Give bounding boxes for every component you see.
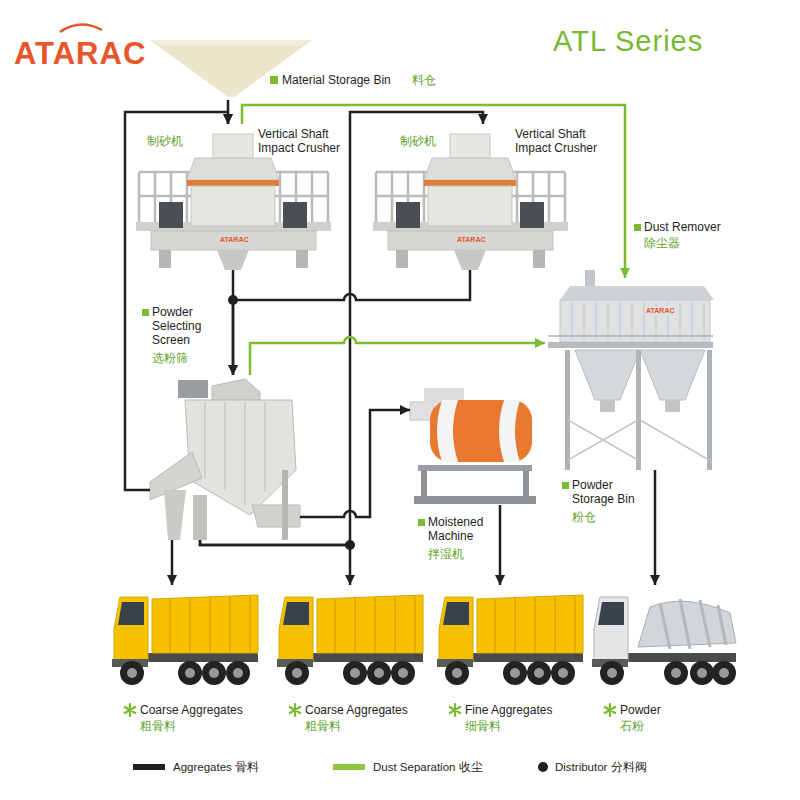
node-label: 拌湿机: [428, 547, 488, 561]
aggregate-line: [300, 410, 410, 517]
crusher-unit: 制砂机Vertical Shaft Impact Crusher: [368, 124, 573, 270]
legend-label: Distributor 分料阀: [555, 760, 647, 774]
node-label: Fine Aggregates: [465, 703, 583, 717]
dust-line: [250, 337, 545, 375]
node-label: Moistened Machine: [428, 515, 498, 543]
node-label: Powder Selecting Screen: [152, 305, 224, 347]
dust-line: [242, 105, 625, 278]
aggregate-line: [171, 540, 174, 585]
mixer-truck: Powder 石粉: [590, 585, 740, 735]
aggregate-line: [499, 505, 502, 585]
legend-swatch: [133, 764, 165, 770]
moistening-machine: Moistened Machine拌湿机: [410, 385, 540, 505]
dump-truck: Coarse Aggregates 粗骨料: [275, 585, 425, 735]
aggregate-line: [200, 112, 483, 545]
node-label: 除尘器: [644, 236, 704, 250]
node-label: Coarse Aggregates: [140, 703, 258, 717]
node-label: Coarse Aggregates: [305, 703, 423, 717]
legend-label: Dust Separation 收尘: [373, 760, 483, 774]
powder-bin: Powder Storage Bin粉仓: [560, 350, 715, 470]
distributor-symbol: [345, 540, 355, 550]
node-label: Vertical Shaft Impact Crusher: [515, 127, 610, 155]
legend-label: Aggregates 骨料: [173, 760, 259, 774]
aggregate-line: [200, 540, 350, 585]
aggregate-line: [125, 112, 228, 490]
node-label: 选粉筛: [152, 351, 212, 365]
legend-swatch: [333, 764, 365, 770]
distributor-symbol: [228, 295, 238, 305]
title: ATL Series: [553, 24, 703, 58]
dump-truck: Coarse Aggregates 粗骨料: [110, 585, 260, 735]
aggregate-line: [654, 470, 657, 585]
node-label: 细骨料: [465, 719, 545, 733]
crusher-unit: 制砂机Vertical Shaft Impact Crusher: [131, 124, 336, 270]
node-label: 粗骨料: [140, 719, 220, 733]
node-label: 制砂机: [147, 134, 207, 148]
machine-logo: ATARAC: [456, 235, 487, 244]
selecting-screen: Powder Selecting Screen选粉筛: [150, 375, 300, 540]
dump-truck: Fine Aggregates 细骨料: [435, 585, 585, 735]
node-label: Powder Storage Bin: [572, 478, 647, 506]
node-label: 石粉: [620, 719, 700, 733]
node-label: Dust Remover: [644, 220, 744, 234]
legend-distributor-symbol: [538, 762, 548, 772]
node-label: 料仓: [412, 73, 452, 87]
node-label: 粗骨料: [305, 719, 385, 733]
aggregate-line: [233, 270, 470, 375]
machine-logo: ATARAC: [219, 235, 250, 244]
machine-logo: ATARAC: [645, 306, 676, 315]
brand-logo: ATARAC: [14, 36, 146, 72]
dust-remover: Dust Remover除尘器: [545, 278, 715, 350]
node-label: Material Storage Bin: [282, 73, 422, 87]
storage-bin: Material Storage Bin料仓: [150, 38, 450, 100]
node-label: 粉仓: [572, 510, 632, 524]
node-label: Powder: [620, 703, 730, 717]
node-label: 制砂机: [400, 134, 460, 148]
node-label: Vertical Shaft Impact Crusher: [258, 127, 353, 155]
